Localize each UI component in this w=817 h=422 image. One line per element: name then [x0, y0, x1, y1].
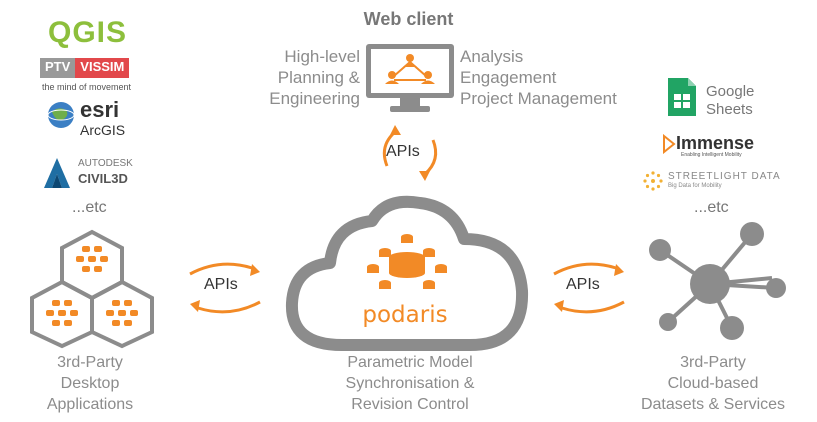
- immense-play-icon: [663, 134, 676, 154]
- arcgis-logo: ArcGIS: [80, 122, 126, 138]
- left-api-label: APIs: [204, 276, 238, 293]
- left-caption-line: 3rd-Party: [57, 354, 123, 371]
- right-caption-line: 3rd-Party: [680, 354, 746, 371]
- right-caption-line: Cloud-based: [667, 375, 759, 392]
- autodesk-civil3d-icon: [44, 158, 70, 188]
- right-sync-arrows-icon: [553, 262, 625, 314]
- streetlight-logo: STREETLIGHT DATA: [668, 171, 781, 182]
- web-client-right-list: Analysis Engagement Project Management: [460, 46, 660, 109]
- right-list-item: Engagement: [460, 68, 557, 87]
- right-caption: 3rd-Party Cloud-based Datasets & Service…: [628, 352, 798, 415]
- right-caption-line: Datasets & Services: [640, 396, 786, 413]
- left-caption-line: Desktop: [60, 375, 120, 392]
- left-caption-line: Applications: [46, 396, 134, 413]
- web-client-left-list: High-level Planning & Engineering: [250, 46, 360, 109]
- podaris-cloud-icon: [285, 195, 529, 351]
- google-sheets-icon: [668, 78, 696, 116]
- google-label-line: Google: [706, 83, 755, 100]
- network-hub-icon: [649, 222, 786, 340]
- web-client-title: Web client: [363, 9, 454, 29]
- left-list-item: Planning &: [277, 68, 360, 87]
- esri-logo: esri: [80, 97, 120, 122]
- autodesk-label: AUTODESK: [78, 158, 133, 169]
- civil3d-label: CIVIL3D: [78, 171, 128, 186]
- left-etc-label: ...etc: [72, 199, 107, 216]
- ptv-tagline: the mind of movement: [42, 82, 132, 92]
- monitor-icon: [366, 44, 454, 112]
- ptv-label: PTV: [40, 58, 76, 78]
- center-caption-line: Revision Control: [351, 396, 469, 413]
- vissim-label: VISSIM: [75, 58, 130, 78]
- streetlight-tagline: Big Data for Mobility: [668, 183, 722, 189]
- right-etc-label: ...etc: [694, 199, 729, 216]
- users-network-icon: [385, 54, 435, 84]
- google-sheets-label: Google Sheets: [706, 83, 754, 119]
- right-api-label: APIs: [566, 276, 600, 293]
- streetlight-sun-icon: [643, 171, 663, 191]
- left-caption: 3rd-Party Desktop Applications: [10, 352, 170, 415]
- immense-tagline: Enabling Intelligent Mobility: [681, 152, 742, 158]
- top-api-label: APIs: [386, 143, 420, 160]
- right-list-item: Analysis: [460, 47, 524, 66]
- left-list-item: Engineering: [269, 89, 360, 108]
- desktop-apps-cubes-icon: [30, 229, 154, 349]
- qgis-logo: QGIS: [48, 16, 128, 49]
- immense-logo: Immense: [676, 133, 755, 153]
- center-caption-line: Synchronisation &: [345, 375, 475, 392]
- esri-globe-icon: [47, 102, 75, 128]
- podaris-logo: podaris: [362, 302, 448, 328]
- center-caption-line: Parametric Model: [347, 354, 473, 371]
- left-sync-arrows-icon: [189, 262, 261, 314]
- sync-arrows-icon: [382, 125, 438, 181]
- right-list-item: Project Management: [460, 89, 617, 108]
- google-label-line: Sheets: [706, 101, 753, 118]
- center-caption: Parametric Model Synchronisation & Revis…: [305, 352, 515, 415]
- ptv-vissim-logo: PTV VISSIM: [40, 58, 130, 78]
- left-list-item: High-level: [284, 47, 360, 66]
